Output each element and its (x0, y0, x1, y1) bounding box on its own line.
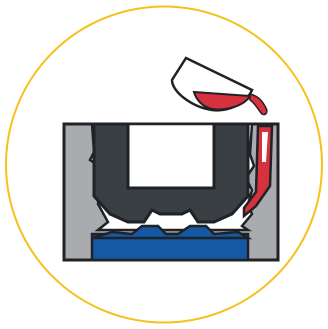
mold-core (92, 122, 250, 224)
pouring-ladle-icon (170, 56, 268, 116)
ladle-metal (192, 90, 252, 111)
pour-stream (249, 93, 268, 116)
casting-mold-icon (62, 122, 280, 262)
sprue-highlight (262, 132, 268, 162)
base-bumps (91, 224, 253, 240)
